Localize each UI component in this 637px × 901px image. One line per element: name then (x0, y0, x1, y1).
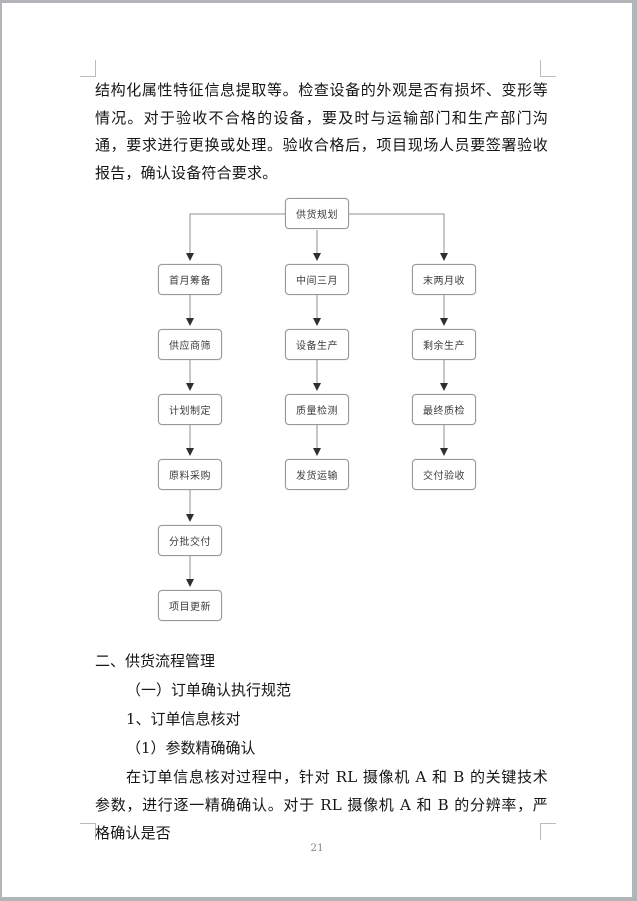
flowchart-node: 末两月收 (412, 264, 476, 295)
flowchart-node: 分批交付 (158, 525, 222, 556)
sub-heading-order-info-check: 1、订单信息核对 (126, 710, 241, 728)
top-paragraph: 结构化属性特征信息提取等。检查设备的外观是否有损坏、变形等情况。对于验收不合格的… (95, 81, 548, 182)
margin-mark-top-left (80, 60, 96, 77)
flowchart-node: 发货运输 (285, 459, 349, 490)
body-paragraph: 在订单信息核对过程中，针对 RL 摄像机 A 和 B 的关键技术参数，进行逐一精… (95, 768, 548, 842)
flowchart-connectors (186, 213, 448, 587)
flowchart-node: 剩余生产 (412, 329, 476, 360)
margin-mark-top-right (540, 60, 556, 77)
flowchart-node: 首月筹备 (158, 264, 222, 295)
margin-mark-bottom-left (80, 823, 96, 840)
flowchart-node: 项目更新 (158, 590, 222, 621)
flowchart-node: 供应商筛 (158, 329, 222, 360)
flowchart-node: 原料采购 (158, 459, 222, 490)
flowchart-node: 质量检测 (285, 394, 349, 425)
flowchart-node: 中间三月 (285, 264, 349, 295)
section-heading: 二、供货流程管理 (95, 652, 216, 670)
supply-flowchart: 供货规划 首月筹备 供应商筛 计划制定 原料采购 分批交付 项目更新 中间三月 … (2, 3, 632, 897)
flowchart-node: 计划制定 (158, 394, 222, 425)
sub-heading-parameter-confirmation: （1）参数精确确认 (126, 739, 256, 757)
document-page: 结构化属性特征信息提取等。检查设备的外观是否有损坏、变形等情况。对于验收不合格的… (2, 3, 632, 897)
sub-heading-order-confirmation: （一）订单确认执行规范 (126, 681, 292, 699)
flowchart-node-root: 供货规划 (285, 198, 349, 229)
flowchart-node: 最终质检 (412, 394, 476, 425)
page-number: 21 (310, 842, 324, 854)
supply-process-section: 二、供货流程管理 （一）订单确认执行规范 1、订单信息核对 （1）参数精确确认 … (95, 647, 548, 847)
flowchart-node: 设备生产 (285, 329, 349, 360)
margin-mark-bottom-right (540, 823, 556, 840)
flowchart-node: 交付验收 (412, 459, 476, 490)
